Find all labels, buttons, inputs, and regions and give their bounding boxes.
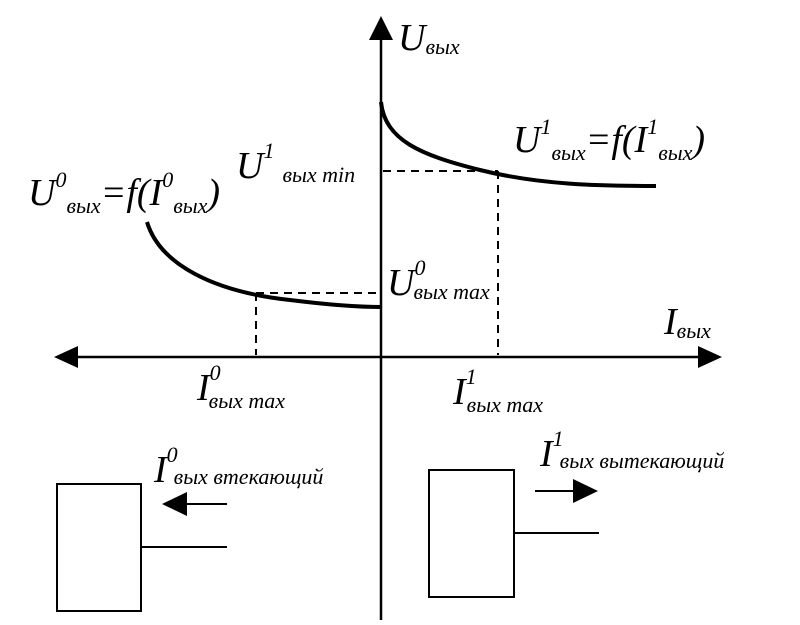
curve-low-output xyxy=(145,221,382,309)
right-gate-box xyxy=(428,469,515,598)
x-axis-label: Iвых xyxy=(663,301,711,343)
curve-high-label: U1вых=f(I1вых) xyxy=(513,114,705,165)
curve-low-label: U0вых=f(I0вых) xyxy=(28,167,220,218)
y-axis-label: Uвых xyxy=(398,17,460,59)
dashed-guides xyxy=(255,170,499,355)
y-axis-arrow-icon xyxy=(369,16,393,40)
curve-high-output xyxy=(379,101,657,188)
u1-min-label: U1вых min xyxy=(236,138,355,187)
right-current-arrow-icon xyxy=(573,479,598,503)
x-axis-arrow-left-icon xyxy=(54,346,78,368)
left-gate-box xyxy=(56,483,142,612)
x-axis-arrow-right-icon xyxy=(698,346,722,368)
left-current-arrow-icon xyxy=(162,492,187,516)
